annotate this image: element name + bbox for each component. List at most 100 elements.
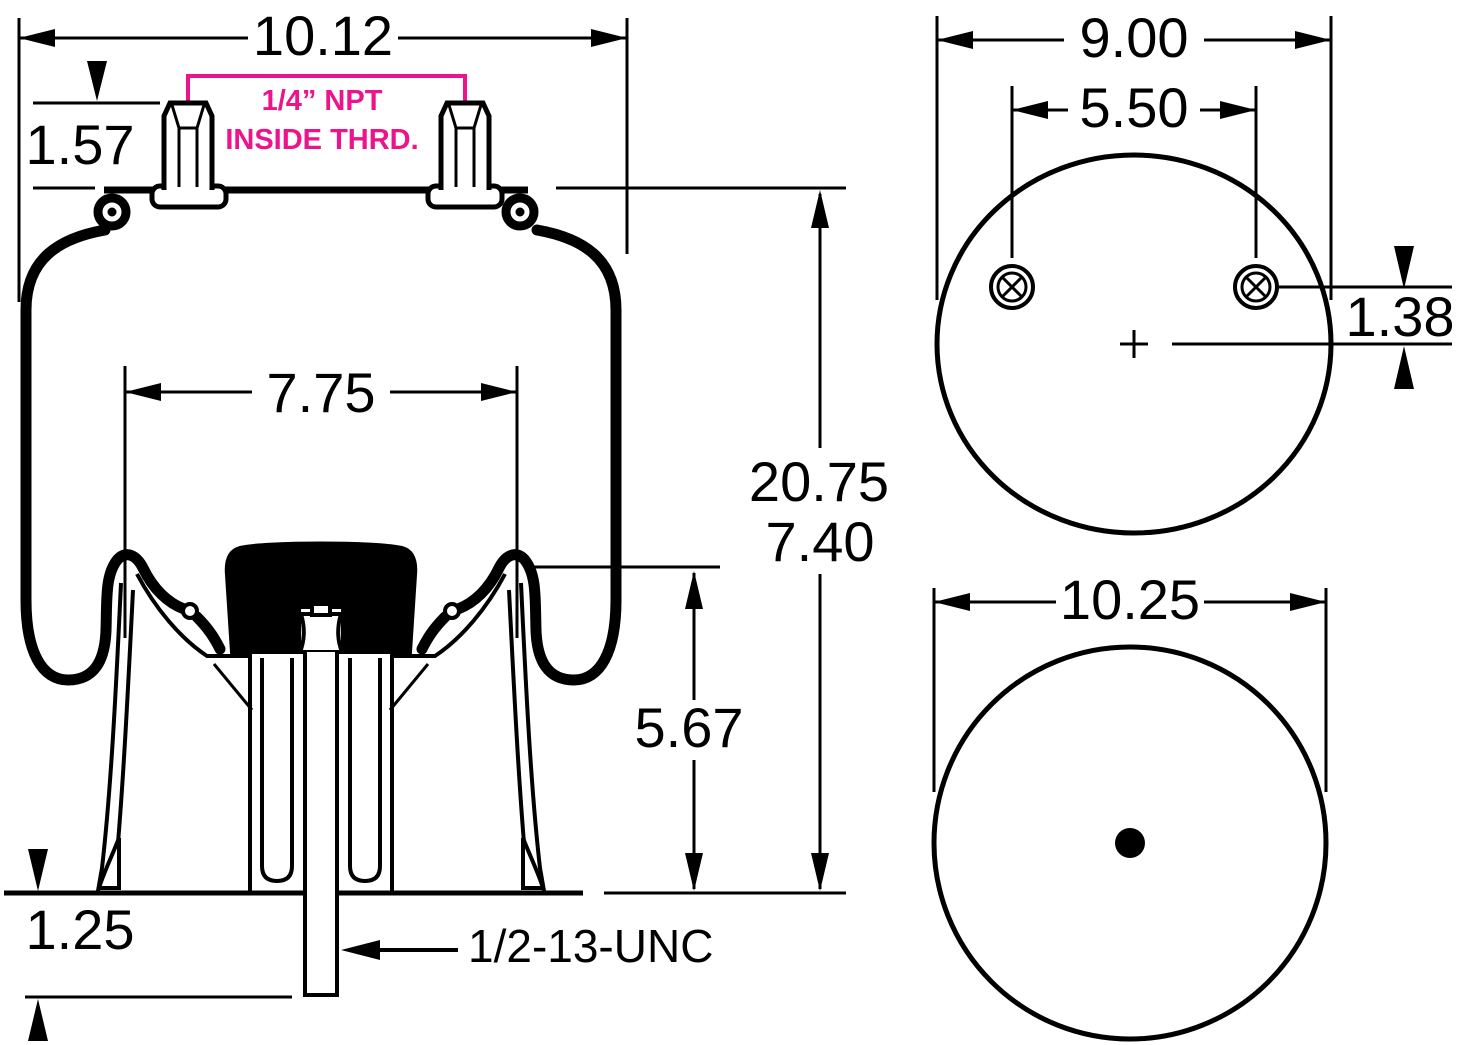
arrow-left-icon (937, 31, 973, 49)
piston-cone-right (392, 573, 507, 658)
bellows-clamp-step-left (191, 611, 226, 655)
stud-cross-icon (1000, 275, 1024, 299)
dim-heights: 20.75 7.40 (556, 186, 889, 895)
arrow-down-icon (685, 853, 703, 891)
stud-recess (170, 104, 206, 130)
side-view: 10.12 1.57 1/4” NPT INSIDE THRD. (4, 4, 889, 1041)
stud-bore-lines (454, 128, 476, 187)
dim-piston-height-value: 5.67 (635, 696, 744, 759)
bellows (20, 224, 622, 686)
arrow-right-icon (1290, 593, 1326, 611)
skirt-inner-left (114, 589, 135, 867)
foot-gusset-left (96, 837, 121, 890)
stud-outline (161, 100, 215, 190)
piston-cone-left (135, 573, 250, 658)
arrow-right-icon (1295, 31, 1331, 49)
port-callout-size: 1/4” NPT (262, 85, 383, 117)
bottom-view: 10.25 (931, 568, 1329, 1042)
foot-gusset-right (521, 837, 546, 890)
web-gusset-left (212, 663, 254, 711)
hub-channel-left (260, 658, 294, 884)
arrow-right-icon (591, 29, 627, 47)
arrow-right-icon (481, 383, 517, 401)
port-callout: 1/4” NPT INSIDE THRD. (186, 74, 467, 156)
stud-recess (447, 104, 483, 130)
dim-stud-spacing-value: 5.50 (1080, 76, 1189, 139)
top-stud-left (989, 264, 1035, 310)
dim-stud-row-offset: 1.38 (1277, 246, 1455, 389)
center-mark (1120, 330, 1452, 358)
arrow-up-icon (28, 999, 48, 1041)
bellows-clamp-step-right (416, 611, 451, 655)
stud-bore-lines (177, 128, 199, 187)
stud-cap (310, 602, 332, 617)
top-stud-right (1233, 264, 1279, 310)
dim-piston-top-value: 7.75 (267, 361, 376, 424)
mounting-stud (303, 652, 339, 997)
web-gusset-right (388, 663, 430, 711)
dim-overall-width-value: 10.12 (253, 4, 393, 67)
dim-piston-diameter: 10.25 (932, 568, 1328, 792)
bead-curl-left (93, 193, 131, 231)
dim-plate-drop-value: 1.57 (26, 113, 135, 176)
callout-leader-line (186, 74, 467, 112)
arrow-down-icon (1394, 246, 1414, 289)
clamp-ring-left (181, 602, 199, 620)
arrow-left-icon (19, 29, 55, 47)
stud-outline (438, 100, 492, 190)
stud-inner-ring (996, 271, 1028, 303)
stud-inner-ring (1240, 271, 1272, 303)
dim-stud-protrusion: 1.25 (25, 849, 292, 1041)
arrow-right-icon (1220, 101, 1256, 119)
dim-plate-drop: 1.57 (26, 61, 160, 190)
arrow-up-icon (685, 571, 703, 609)
arrow-up-icon (811, 190, 829, 228)
bead-curl-right (501, 193, 539, 231)
dim-piston-diameter-value: 10.25 (1060, 568, 1200, 631)
bellows-wall-left (20, 224, 190, 686)
arrow-left-icon (125, 383, 161, 401)
piston (4, 573, 583, 896)
arrow-down-icon (811, 853, 829, 891)
center-stud-dot (1115, 828, 1145, 858)
thread-callout-value: 1/2-13-UNC (468, 920, 713, 972)
top-view: 9.00 5.50 1.38 (934, 6, 1455, 536)
bumper-body (224, 541, 418, 654)
arrow-left-icon (341, 940, 380, 960)
dim-design-height-value: 7.40 (766, 510, 875, 573)
dim-plate-width-value: 9.00 (1080, 6, 1189, 69)
stud-cross-icon (1244, 275, 1268, 299)
dim-stud-spacing: 5.50 (1010, 76, 1258, 258)
piston-circle (931, 644, 1329, 1042)
arrow-left-icon (934, 593, 970, 611)
arrow-down-icon (28, 849, 48, 891)
dim-stud-protrusion-value: 1.25 (26, 898, 135, 961)
stud-spool (297, 612, 345, 654)
curl-dot (107, 207, 117, 217)
curl-dot (515, 207, 525, 217)
dim-stud-row-offset-value: 1.38 (1346, 285, 1455, 348)
arrow-left-icon (1012, 101, 1048, 119)
skirt-outer-right (519, 582, 546, 892)
hub-channel-right (348, 658, 382, 884)
hub-walls (248, 654, 394, 891)
dim-piston-height: 5.67 (530, 565, 744, 891)
dim-plate-width: 9.00 (935, 6, 1333, 300)
skirt-outer-left (96, 582, 123, 892)
dim-overall-width: 10.12 (17, 4, 629, 302)
skirt-inner-right (507, 589, 528, 867)
bumper (224, 541, 418, 654)
arrow-up-icon (1394, 346, 1414, 389)
dim-extended-height-value: 20.75 (749, 450, 889, 513)
plus-mark-icon (1120, 330, 1148, 358)
air-port-stud-left (161, 100, 215, 190)
dim-piston-top-diameter: 7.75 (123, 361, 519, 638)
bellows-wall-right (452, 224, 622, 686)
thread-callout: 1/2-13-UNC (341, 920, 713, 972)
top-plate (93, 100, 539, 231)
clamp-ring-right (443, 602, 461, 620)
air-port-stud-right (438, 100, 492, 190)
arrow-down-icon (87, 61, 107, 101)
